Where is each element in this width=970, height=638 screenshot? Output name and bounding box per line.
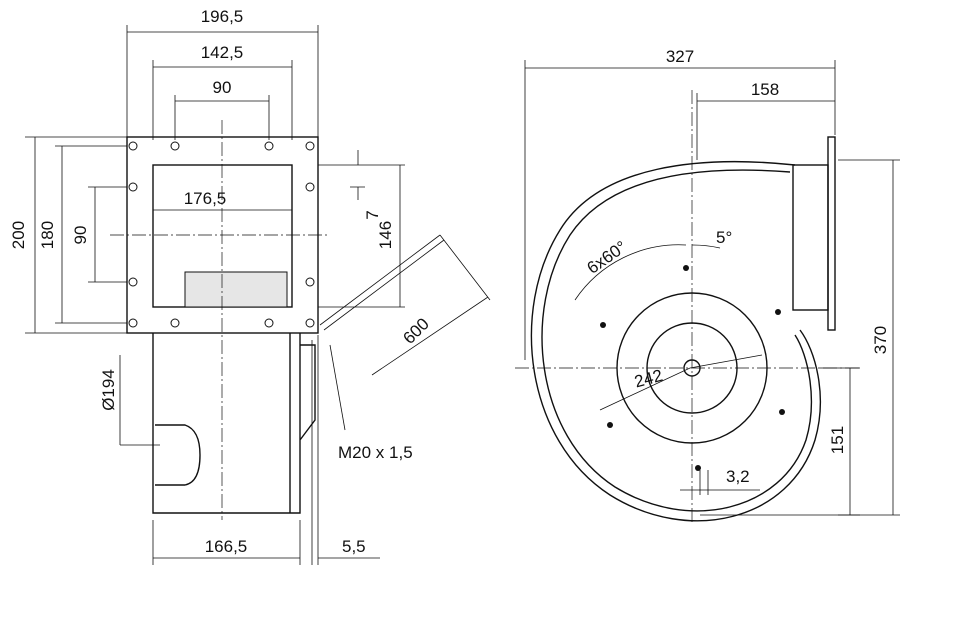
outlet-flange xyxy=(792,164,829,311)
mounting-holes xyxy=(128,141,315,328)
dim-hole-spacing-inner: 90 xyxy=(213,78,232,97)
dim-hole-spacing-vertical: 180 xyxy=(38,221,57,249)
dim-inlet-diameter: Ø194 xyxy=(99,369,118,411)
dim-housing-width: 166,5 xyxy=(205,537,248,556)
inlet-ring xyxy=(155,424,201,486)
dim-angle-offset: 5° xyxy=(716,228,732,247)
dim-bolt-circle: 242 xyxy=(632,366,664,392)
impeller-blades xyxy=(184,271,288,308)
bolt-holes xyxy=(600,265,785,471)
dim-cable-length: 600 xyxy=(399,314,432,347)
dim-hole-size: 3,2 xyxy=(726,467,750,486)
dim-height-overall-front: 370 xyxy=(871,326,890,354)
housing xyxy=(152,333,316,514)
dim-axis-height: 151 xyxy=(828,426,847,454)
dim-height-overall: 200 xyxy=(9,221,28,249)
dim-flange-thickness: 5,5 xyxy=(342,537,366,556)
dim-width-overall: 196,5 xyxy=(201,7,244,26)
side-view: 196,5 142,5 90 176,5 200 180 90 146 7 60… xyxy=(9,7,491,565)
front-view: 327 158 6x60° 5° 242 370 151 3,2 xyxy=(515,47,900,525)
dim-hole-spacing-vertical-inner: 90 xyxy=(71,226,90,245)
cable xyxy=(311,234,445,565)
dim-opening-height: 146 xyxy=(376,221,395,249)
dim-hole-spacing-outer: 142,5 xyxy=(201,43,244,62)
dim-flange-offset: 7 xyxy=(363,210,382,219)
label-cable-gland: M20 x 1,5 xyxy=(338,443,413,462)
dim-width-overall-front: 327 xyxy=(666,47,694,66)
scroll-housing xyxy=(530,161,822,522)
dim-bolt-pattern: 6x60° xyxy=(584,237,631,278)
dim-opening-width: 176,5 xyxy=(184,189,227,208)
dim-outlet-offset: 158 xyxy=(751,80,779,99)
